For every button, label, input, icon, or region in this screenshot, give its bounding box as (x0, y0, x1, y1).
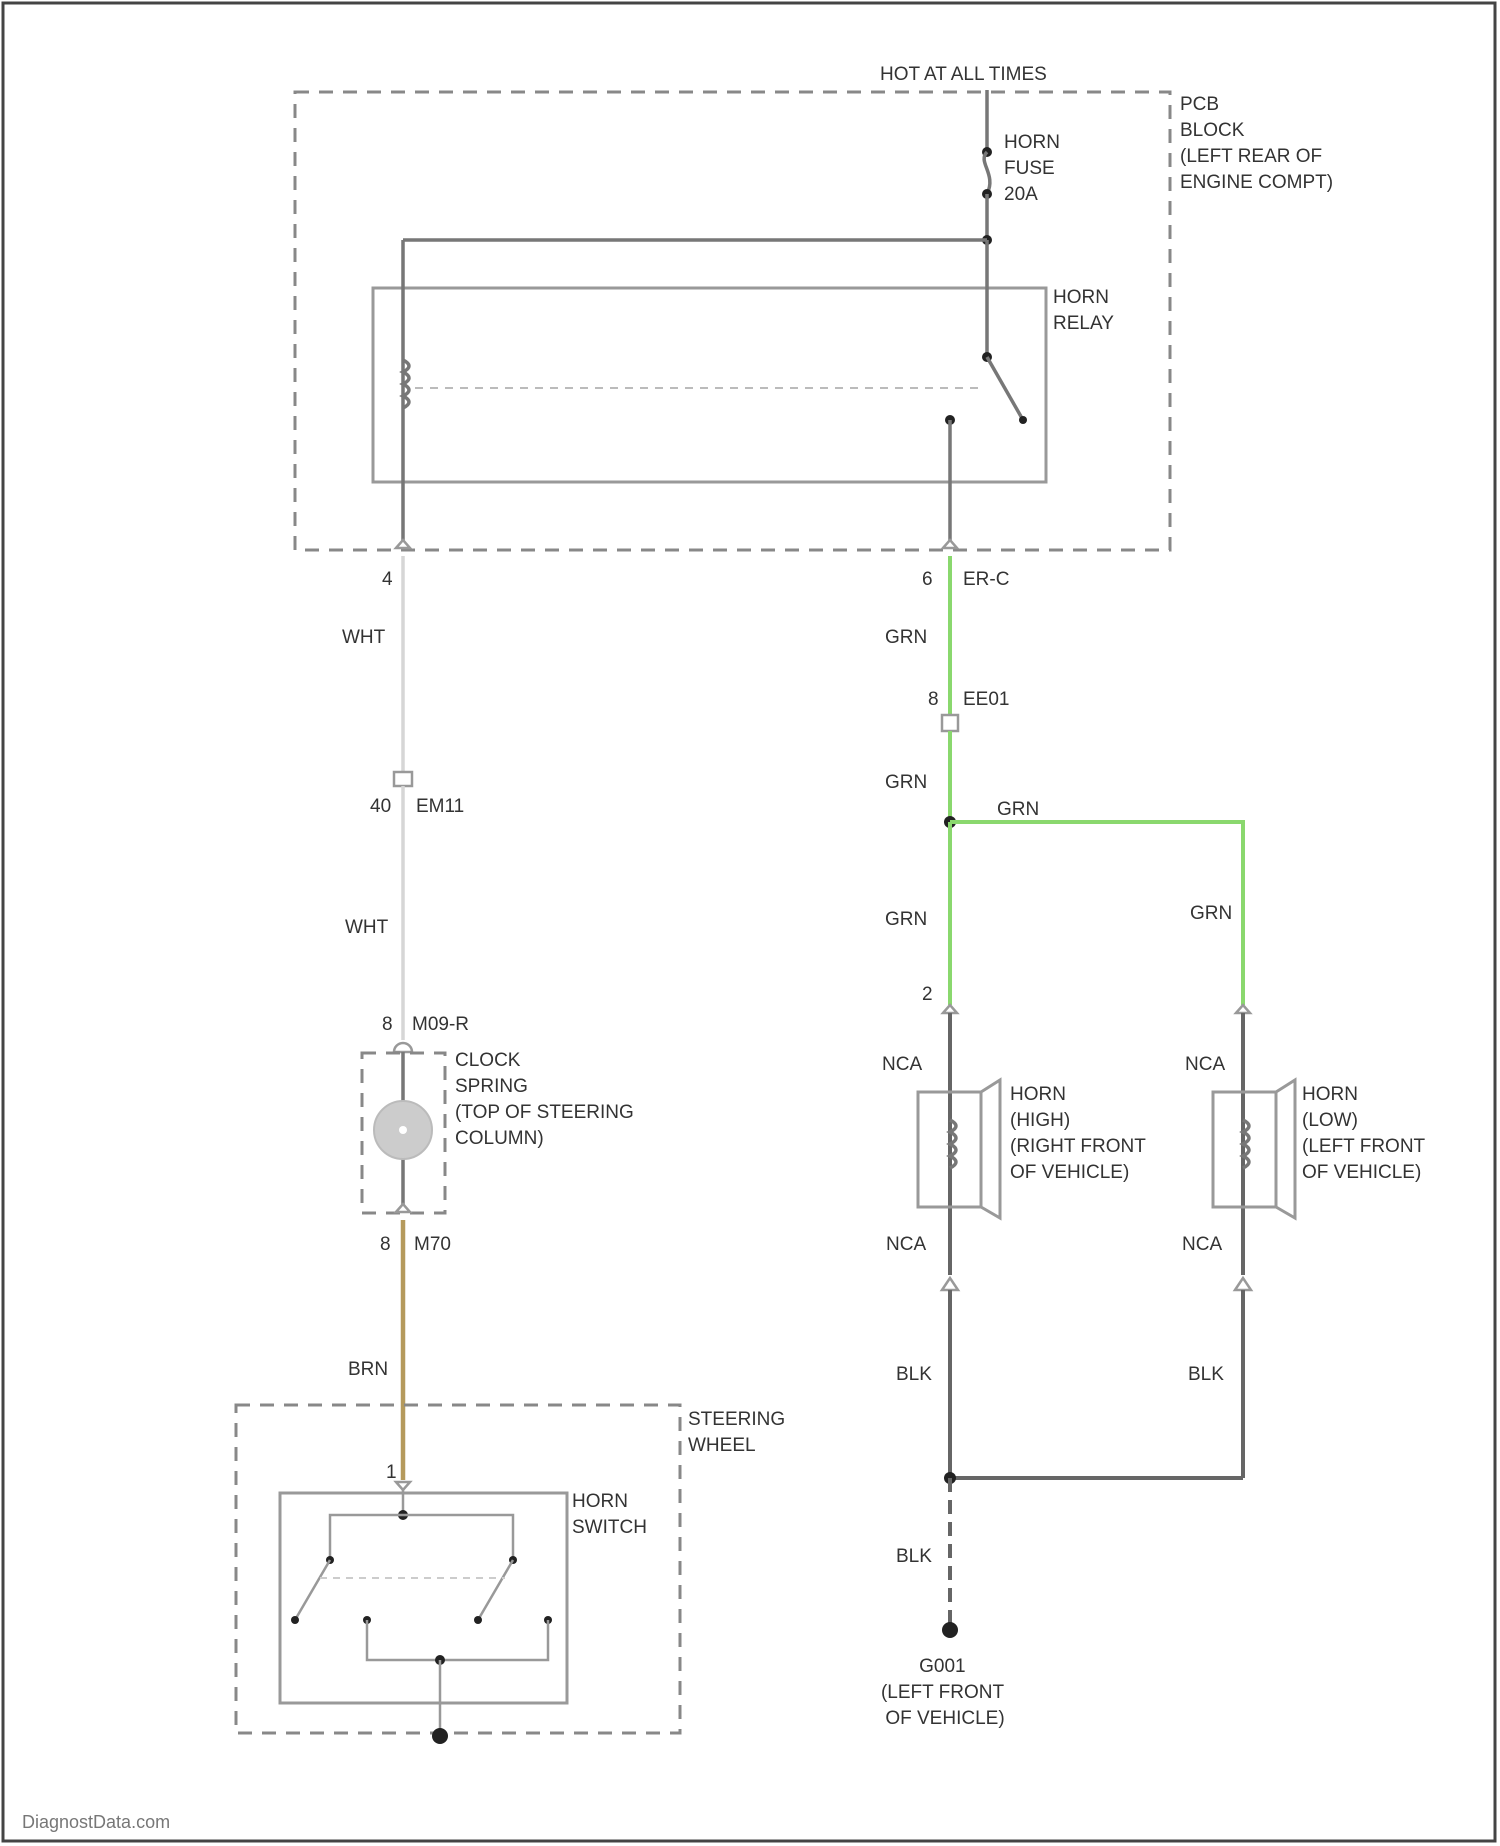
horn-switch-left-tip (291, 1616, 299, 1624)
horn-low-label: HORN (LOW) (LEFT FRONT OF VEHICLE) (1302, 1084, 1430, 1183)
wht-wire-label-upper: WHT (342, 627, 386, 648)
horn-switch-label: HORN SWITCH (572, 1491, 647, 1538)
horn-switch-box (280, 1493, 567, 1703)
relay-pin-left-number: 4 (382, 569, 393, 590)
pdb-block-label: PCB BLOCK (LEFT REAR OF ENGINE COMPT) (1180, 94, 1333, 193)
horn-low-connector-top (1236, 1005, 1250, 1013)
em11-connector-id: EM11 (416, 796, 464, 817)
relay-pin-left-connector (396, 540, 410, 548)
grn-wire-label-1: GRN (885, 627, 927, 648)
em11-pin-number: 40 (370, 796, 391, 817)
m70-pin-number: 8 (380, 1234, 391, 1255)
horn-switch-connector (396, 1482, 410, 1490)
horn-switch-bottom-bus (367, 1620, 548, 1660)
diagram-frame (3, 3, 1495, 1841)
em11-connector (394, 772, 412, 786)
horn-high-connector-top (943, 1005, 957, 1013)
horn-low-bell (1276, 1080, 1295, 1218)
horn-high-connector-bottom (942, 1278, 958, 1290)
grn-wire-label-4: GRN (1190, 903, 1232, 924)
horn-fuse-symbol (984, 152, 990, 194)
horn-switch-top-bus (330, 1515, 513, 1560)
horn-low-nca-top: NCA (1185, 1054, 1225, 1075)
g001-ground-point (942, 1622, 958, 1638)
relay-pin-right-connector (943, 540, 957, 548)
blk-wire-label-3: BLK (896, 1546, 932, 1567)
ee01-pin-number: 8 (928, 689, 939, 710)
brn-wire-label: BRN (348, 1359, 388, 1380)
horn-high-nca-top: NCA (882, 1054, 922, 1075)
horn-switch-left-contact (295, 1560, 330, 1620)
horn-high-bell (981, 1080, 1000, 1218)
horn-high-pin-number: 2 (922, 984, 933, 1005)
hot-at-all-times-label: HOT AT ALL TIMES (880, 64, 1047, 85)
steering-wheel-boundary (236, 1405, 680, 1733)
horn-high-nca-bottom: NCA (886, 1234, 926, 1255)
horn-relay-label: HORN RELAY (1053, 287, 1114, 334)
relay-pin-right-number: 6 (922, 569, 933, 590)
relay-connector-id: ER-C (963, 569, 1009, 590)
grn-wire-label-3: GRN (885, 909, 927, 930)
horn-switch-pin-number: 1 (386, 1462, 397, 1483)
horn-low-connector-bottom (1235, 1278, 1251, 1290)
clock-spring-center (399, 1126, 407, 1134)
ee01-connector-id: EE01 (963, 689, 1009, 710)
m09-connector (394, 1043, 412, 1052)
m09-connector-id: M09-R (412, 1014, 469, 1035)
horn-switch-ground (432, 1728, 448, 1744)
ee01-connector (942, 715, 958, 731)
m70-connector-id: M70 (414, 1234, 451, 1255)
horn-switch-right-tip (474, 1616, 482, 1624)
g001-ground-label: G001 (LEFT FRONT OF VEHICLE) (881, 1656, 1009, 1729)
blk-wire-label-2: BLK (1188, 1364, 1224, 1385)
grn-wire-label-2: GRN (885, 772, 927, 793)
wht-wire-label-lower: WHT (345, 917, 389, 938)
m70-connector (396, 1204, 410, 1212)
m09-pin-number: 8 (382, 1014, 393, 1035)
clock-spring-label: CLOCK SPRING (TOP OF STEERING COLUMN) (455, 1050, 639, 1149)
grn-branch-label: GRN (997, 799, 1039, 820)
watermark: DiagnostData.com (22, 1812, 170, 1832)
horn-switch-right-contact (478, 1560, 513, 1620)
blk-wire-label-1: BLK (896, 1364, 932, 1385)
horn-low-nca-bottom: NCA (1182, 1234, 1222, 1255)
horn-relay-box (373, 288, 1046, 482)
relay-switch-arm (987, 357, 1023, 420)
horn-high-label: HORN (HIGH) (RIGHT FRONT OF VEHICLE) (1010, 1084, 1151, 1183)
steering-wheel-label: STEERING WHEEL (688, 1409, 790, 1456)
horn-fuse-label: HORN FUSE 20A (1004, 132, 1065, 205)
relay-switch-tip (1019, 416, 1027, 424)
